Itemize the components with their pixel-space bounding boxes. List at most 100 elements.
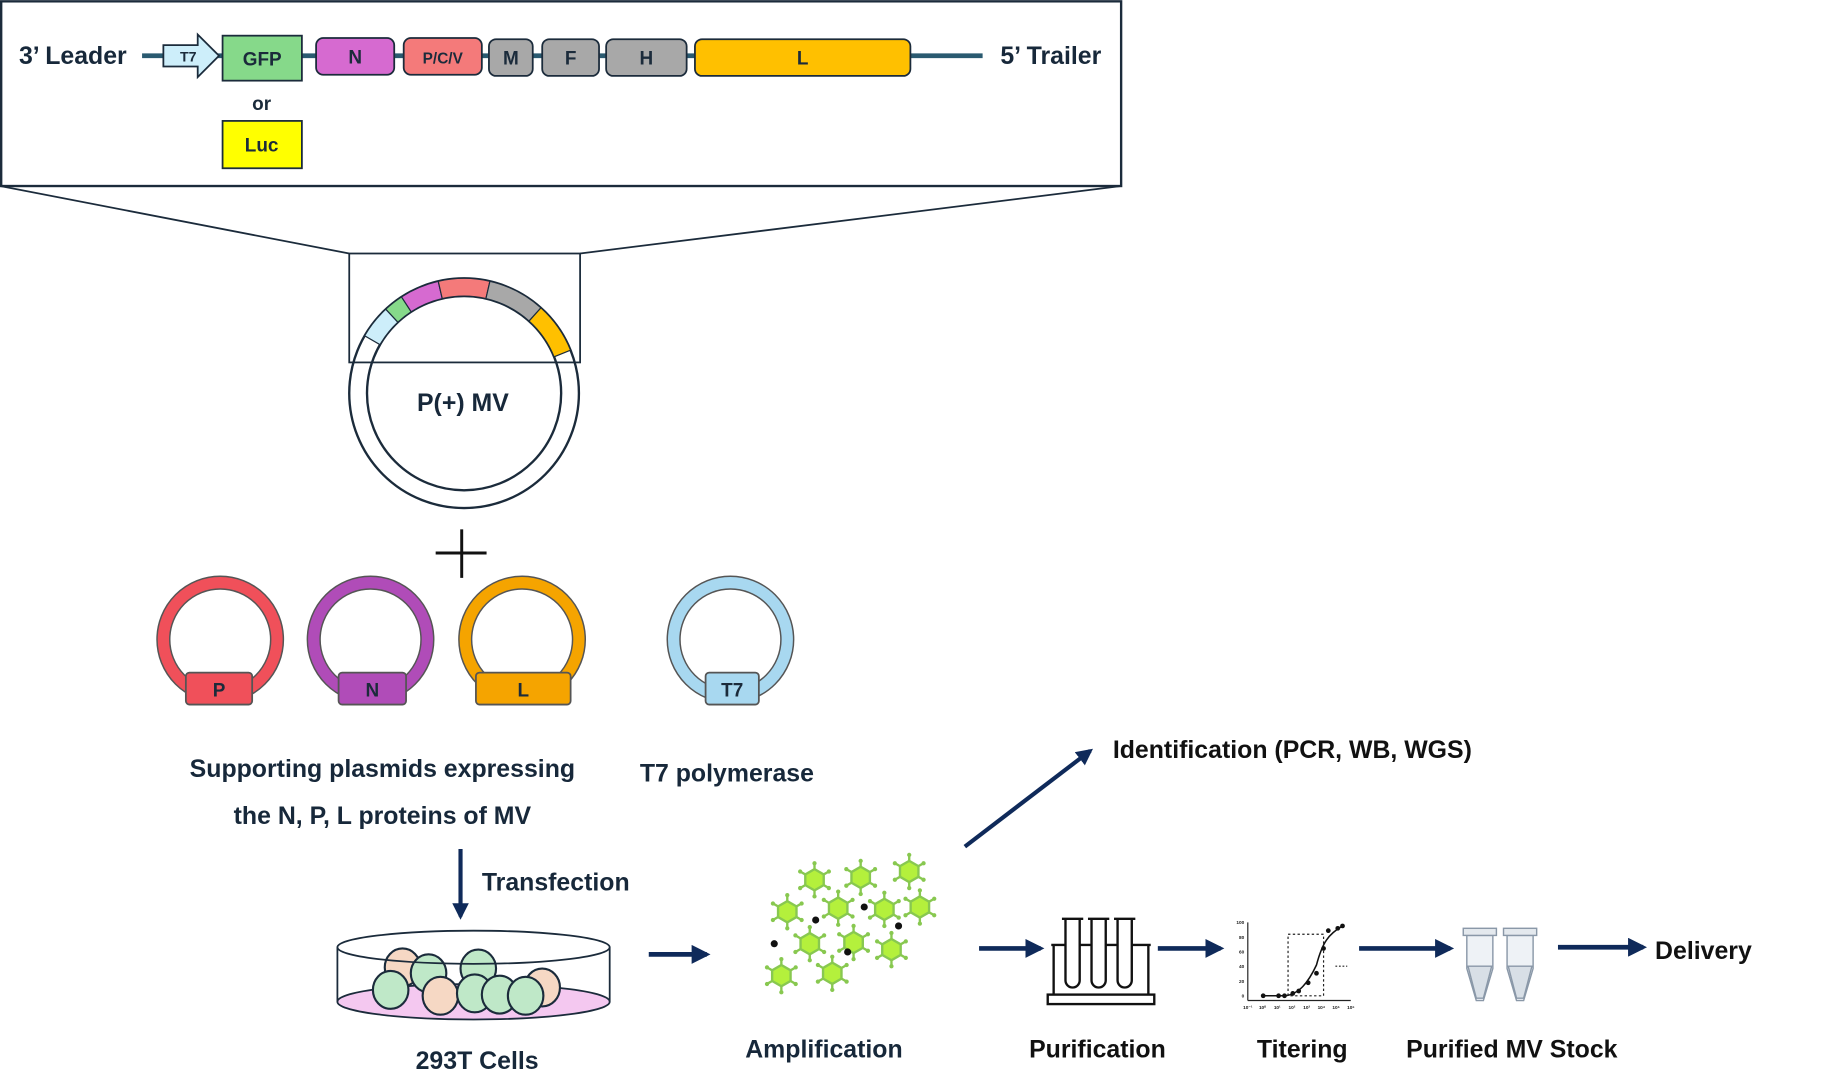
gene-label: N (348, 47, 362, 68)
gene-box-pcv (402, 37, 483, 76)
x-tick-label: 10² (1289, 1005, 1296, 1011)
dotted-selection-box (1287, 933, 1325, 997)
helper-plasmid-l: L (458, 575, 587, 706)
gene-box-m (488, 38, 534, 77)
x-tick-label: 10⁴ (1318, 1005, 1326, 1011)
x-tick-label: 10¹ (1274, 1005, 1281, 1011)
amplification-label: Amplification (745, 1035, 902, 1063)
gene-box-n (315, 37, 396, 76)
data-point (1325, 928, 1331, 934)
data-point (1260, 993, 1266, 999)
plasmid-gene-label: L (517, 680, 529, 701)
virus-particle-icon (798, 861, 831, 899)
zoom-region-box (348, 252, 581, 364)
particle-dot (895, 922, 903, 930)
gene-label: M (503, 49, 519, 70)
gene-label: H (640, 49, 654, 70)
gene-label: GFP (243, 49, 282, 70)
test-tube-rack-icon (1046, 917, 1156, 1006)
plasmid-gene-segment (528, 307, 572, 358)
construct-frame (0, 0, 1123, 188)
sigmoid-curve (1263, 925, 1343, 997)
cell (421, 975, 460, 1016)
support-caption-line1: Supporting plasmids expressing (190, 755, 575, 783)
data-point (1335, 925, 1341, 931)
y-tick-label: 80 (1239, 935, 1245, 941)
virus-particle-icon (821, 889, 855, 927)
purification-label: Purification (1029, 1035, 1166, 1063)
data-point (1305, 980, 1311, 986)
particle-dot (860, 903, 868, 911)
data-point (1314, 970, 1319, 976)
virus-particle-icon (892, 852, 926, 891)
virus-particles (764, 852, 937, 995)
helper-plasmid-p: P (156, 575, 285, 706)
luc-reporter-box (221, 120, 303, 170)
virus-particle-icon (903, 888, 937, 926)
plasmid-gene-segment (485, 280, 542, 322)
data-point (1290, 991, 1296, 996)
t7-promoter-label: T7 (180, 50, 197, 66)
virus-particle-icon (874, 930, 908, 969)
virus-particle-icon (793, 924, 827, 963)
x-tick-label: 10⁵ (1332, 1005, 1339, 1011)
trailer-label: 5’ Trailer (1000, 42, 1101, 70)
microcentrifuge-tubes-icon (1462, 927, 1538, 1002)
helper-plasmid-n: N (306, 575, 435, 706)
cell-culture-dish (336, 929, 611, 1021)
plasmid-gene-box (337, 671, 407, 706)
plasmid-gene-label: N (365, 680, 379, 701)
virus-particle-icon (867, 890, 901, 929)
t7-polymerase-caption: T7 polymerase (640, 760, 814, 788)
helper-plasmid-t7: T7 (666, 575, 795, 706)
transfection-label: Transfection (482, 868, 630, 896)
x-tick-label: 10³ (1303, 1005, 1310, 1011)
particle-dot (812, 916, 820, 924)
plasmid-gene-segment (437, 277, 491, 300)
data-point (1321, 946, 1326, 951)
x-tick-label: 10⁰ (1259, 1005, 1266, 1011)
delivery-label: Delivery (1655, 937, 1752, 965)
y-tick-label: 0 (1242, 994, 1245, 1000)
virus-particle-icon (844, 858, 878, 897)
gene-box-l (694, 38, 912, 77)
y-tick-label: 60 (1239, 950, 1245, 956)
virus-particle-icon (815, 954, 849, 993)
t7-promoter-arrow-icon (162, 32, 221, 80)
particle-dot (844, 948, 852, 956)
virus-particle-icon (770, 893, 804, 931)
plasmid-gene-label: P (213, 680, 226, 701)
y-tick-label: 40 (1239, 964, 1245, 970)
x-tick-label: 10⁶ (1347, 1005, 1354, 1011)
plasmid-gene-box (704, 671, 760, 706)
data-point (1282, 993, 1287, 999)
support-caption-line2: the N, P, L proteins of MV (234, 802, 532, 830)
titration-curve-chart: 0 20 40 60 80 100 10⁻¹ 10⁰ 10¹ 10² 10³ 10⁴ 10⁵ 10⁶ (1236, 920, 1354, 1011)
gene-box-gfp (221, 34, 303, 82)
zoom-line-right (579, 185, 1122, 255)
zoom-line-left (0, 185, 350, 255)
plus-icon (435, 529, 487, 578)
plasmid-gene-box (475, 671, 572, 706)
luc-label: Luc (245, 136, 279, 157)
virus-particle-icon (837, 923, 871, 962)
arrow-to-identification-icon (963, 748, 1093, 849)
plasmid-gene-box (184, 671, 254, 706)
titering-label: Titering (1257, 1035, 1348, 1063)
gene-box-h (605, 38, 688, 77)
stock-label: Purified MV Stock (1406, 1035, 1618, 1063)
leader-label: 3’ Leader (19, 42, 127, 70)
y-tick-label: 20 (1239, 979, 1245, 985)
y-tick-label: 100 (1236, 920, 1244, 926)
plasmid-gene-label: T7 (721, 680, 743, 701)
x-tick-label: 10⁻¹ (1243, 1005, 1253, 1011)
cells-label: 293T Cells (416, 1047, 539, 1075)
data-point (1276, 993, 1281, 999)
cell (371, 969, 410, 1010)
main-plasmid-label: P(+) MV (417, 389, 509, 417)
or-label: or (252, 94, 272, 115)
gene-label: L (797, 49, 809, 70)
main-plasmid: P(+) MV (348, 252, 581, 510)
